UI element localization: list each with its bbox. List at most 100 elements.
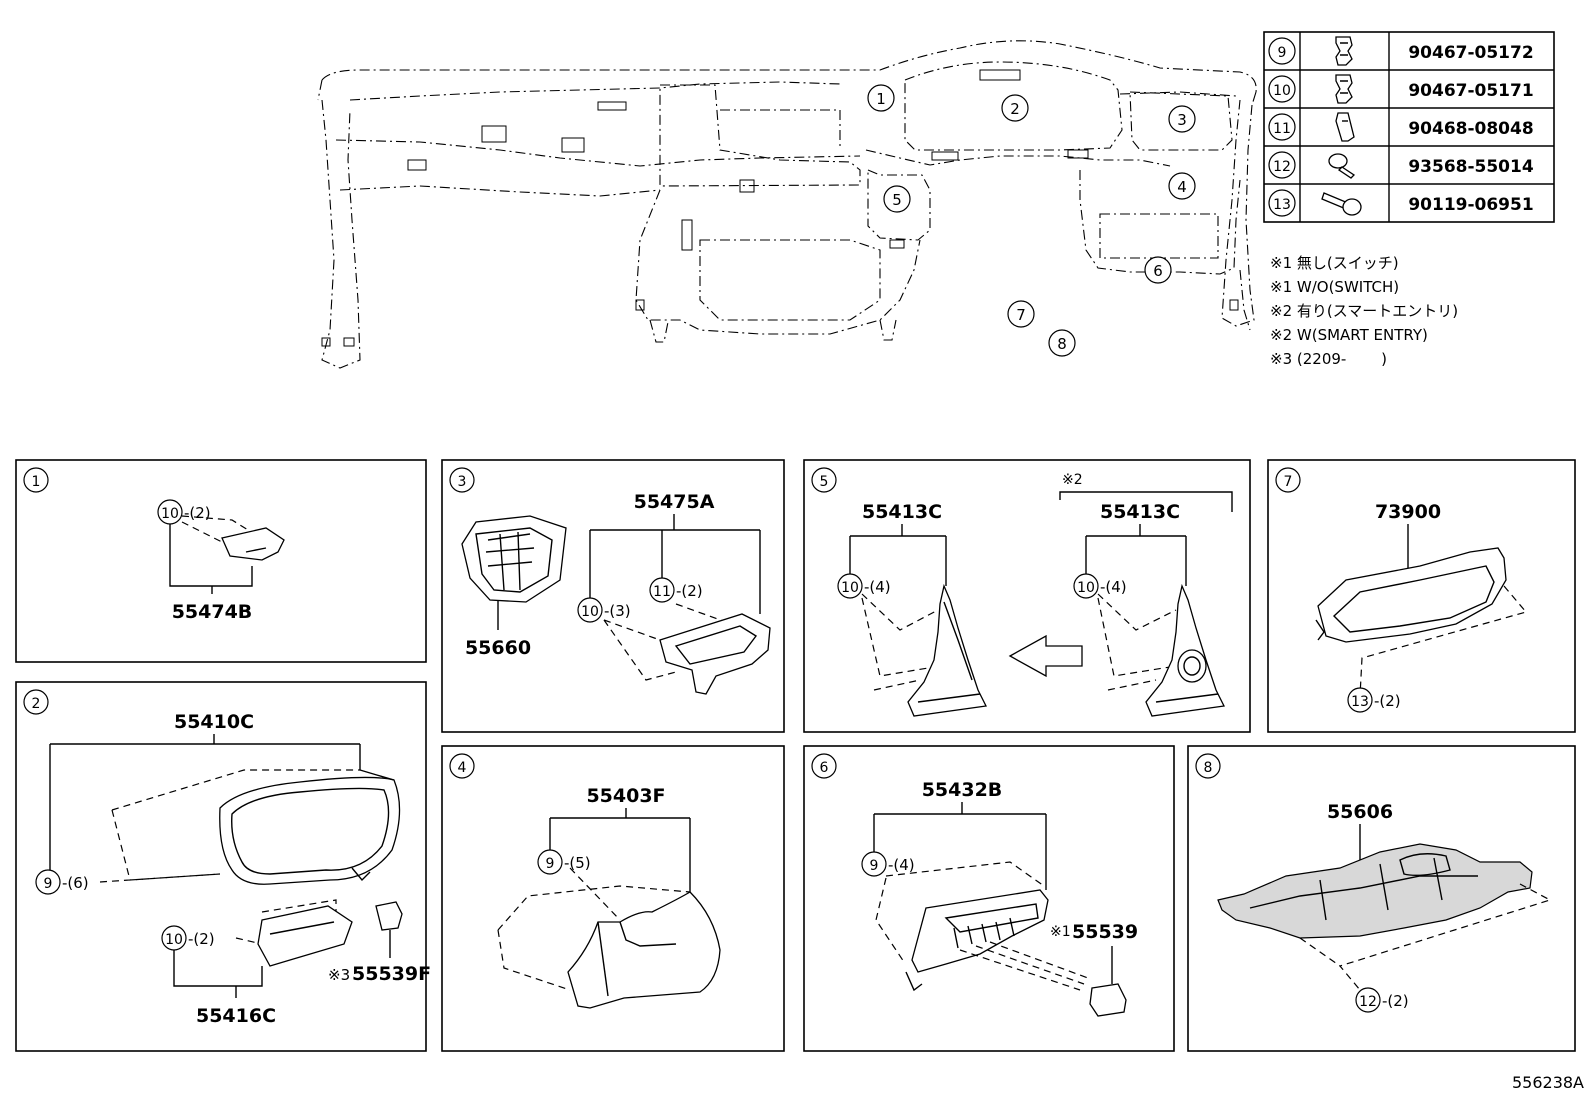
panel-6[interactable]: 6 55432B 9 -(4) ※1 55539: [803, 745, 1175, 1052]
clip-icon: [1335, 36, 1353, 66]
svg-text:-(2): -(2): [676, 582, 703, 600]
part-number: 90468-08048: [1408, 119, 1533, 139]
instrument-panel-overview: [317, 40, 1257, 369]
svg-text:3: 3: [1177, 111, 1187, 129]
svg-text:11: 11: [653, 584, 671, 600]
svg-text:-(2): -(2): [188, 930, 215, 948]
svg-text:10: 10: [841, 580, 859, 596]
part-label: 55539: [1072, 921, 1138, 943]
fastener-row-13: 13 90119-06951: [1268, 189, 1534, 217]
svg-text:12: 12: [1359, 994, 1377, 1010]
panel-2[interactable]: 2 55410C 9 -(6) 10 -(2) 55416C ※3 55539F: [15, 681, 431, 1052]
fastener-ref: 11: [1273, 121, 1291, 137]
panel-7[interactable]: 7 73900 13 -(2): [1267, 459, 1576, 733]
svg-text:6: 6: [1153, 262, 1163, 280]
svg-text:※1: ※1: [1050, 924, 1071, 940]
bolt-icon: [1321, 192, 1362, 216]
overview-callout-2[interactable]: 2: [1001, 94, 1029, 122]
note-5: ※3 (2209- ): [1270, 350, 1387, 368]
panel-3[interactable]: 3 55660 55475A 11 -(2) 10 -(3): [441, 459, 785, 733]
svg-text:6: 6: [820, 760, 829, 776]
overview-callout-3[interactable]: 3: [1168, 105, 1196, 133]
svg-text:-(5): -(5): [564, 854, 591, 872]
overview-callout-6[interactable]: 6: [1144, 256, 1172, 284]
panel-4[interactable]: 4 55403F 9 -(5): [441, 745, 785, 1052]
svg-text:-(2): -(2): [1382, 992, 1409, 1010]
fastener-row-9: 9 90467-05172: [1268, 36, 1534, 66]
fastener-ref: 10: [1273, 83, 1291, 99]
screw-icon: [1328, 153, 1356, 179]
part-label: 55475A: [634, 491, 715, 513]
svg-text:8: 8: [1204, 760, 1213, 776]
note-2: ※1 W/O(SWITCH): [1270, 278, 1399, 296]
svg-text:10: 10: [581, 604, 599, 620]
clip-icon: [1335, 112, 1355, 142]
panel-5[interactable]: 5 ※2 55413C 10 -(4) 55413C 10 -(4): [803, 459, 1251, 733]
part-label: 55413C: [862, 501, 942, 523]
svg-text:-(2): -(2): [184, 504, 211, 522]
fastener-table: [1263, 31, 1555, 223]
part-label: 55403F: [586, 785, 665, 807]
svg-text:※3: ※3: [328, 966, 350, 984]
svg-text:※2: ※2: [1062, 472, 1083, 488]
svg-text:2: 2: [32, 696, 41, 712]
svg-text:5: 5: [820, 474, 829, 490]
part-label: 55410C: [174, 711, 254, 733]
svg-text:-(4): -(4): [1100, 578, 1127, 596]
note-3: ※2 有り(スマートエントリ): [1270, 302, 1458, 320]
svg-text:13: 13: [1351, 694, 1369, 710]
part-label: 73900: [1375, 501, 1441, 523]
svg-text:10: 10: [165, 932, 183, 948]
overview-callout-8[interactable]: 8: [1048, 329, 1076, 357]
svg-text:10: 10: [1077, 580, 1095, 596]
svg-text:1: 1: [32, 474, 41, 490]
svg-text:5: 5: [892, 191, 902, 209]
fastener-ref: 9: [1278, 45, 1287, 61]
svg-text:9: 9: [44, 876, 53, 892]
part-number: 90467-05171: [1408, 81, 1533, 101]
svg-text:9: 9: [546, 856, 555, 872]
svg-text:-(3): -(3): [604, 602, 631, 620]
svg-text:-(2): -(2): [1374, 692, 1401, 710]
part-label: 55432B: [922, 779, 1003, 801]
part-label: 55539F: [352, 963, 431, 985]
fastener-ref: 13: [1273, 197, 1291, 213]
svg-text:-(6): -(6): [62, 874, 89, 892]
part-label: 55474B: [172, 601, 253, 623]
fastener-ref: 12: [1273, 159, 1291, 175]
part-number: 93568-55014: [1408, 157, 1534, 177]
part-number: 90467-05172: [1408, 43, 1533, 63]
part-number: 90119-06951: [1408, 195, 1533, 215]
svg-text:9: 9: [870, 858, 879, 874]
overview-callout-1[interactable]: 1: [867, 84, 895, 112]
overview-callout-7[interactable]: 7: [1007, 300, 1035, 328]
overview-callout-4[interactable]: 4: [1168, 172, 1196, 200]
part-label: 55606: [1327, 801, 1393, 823]
svg-text:1: 1: [876, 90, 886, 108]
overview-callout-5[interactable]: 5: [883, 185, 911, 213]
fastener-row-11: 11 90468-08048: [1268, 112, 1534, 142]
note-4: ※2 W(SMART ENTRY): [1270, 326, 1428, 344]
notes: ※1 無し(スイッチ) ※1 W/O(SWITCH) ※2 有り(スマートエント…: [1270, 254, 1458, 368]
svg-text:7: 7: [1284, 474, 1293, 490]
svg-text:-(4): -(4): [864, 578, 891, 596]
svg-text:-(4): -(4): [888, 856, 915, 874]
note-1: ※1 無し(スイッチ): [1270, 254, 1399, 272]
clip-icon: [1335, 74, 1353, 104]
svg-text:4: 4: [1177, 178, 1187, 196]
svg-text:2: 2: [1010, 100, 1020, 118]
fastener-row-10: 10 90467-05171: [1268, 74, 1534, 104]
svg-text:3: 3: [458, 474, 467, 490]
svg-text:4: 4: [458, 760, 467, 776]
panel-1[interactable]: 1 10 -(2) 55474B: [15, 459, 427, 663]
part-label: 55416C: [196, 1005, 276, 1027]
svg-text:10: 10: [161, 506, 179, 522]
diagram-id: 556238A: [1512, 1073, 1584, 1092]
panel-8[interactable]: 8 55606 12 -(2): [1187, 745, 1576, 1052]
part-label: 55413C: [1100, 501, 1180, 523]
svg-text:7: 7: [1016, 306, 1026, 324]
svg-text:8: 8: [1057, 335, 1067, 353]
fastener-row-12: 12 93568-55014: [1268, 151, 1534, 179]
part-label: 55660: [465, 637, 531, 659]
